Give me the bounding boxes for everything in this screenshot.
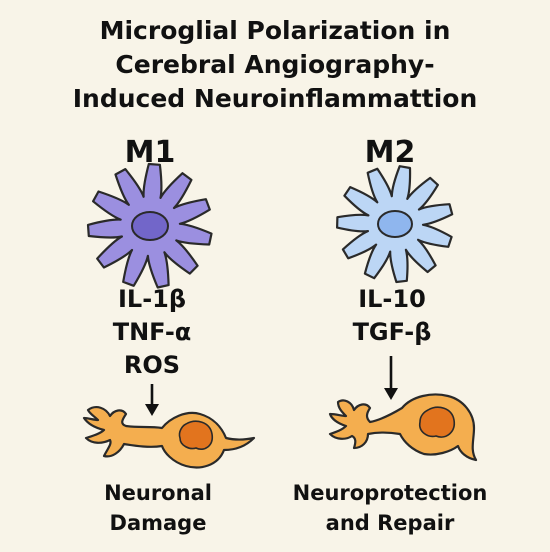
m1-cytokine: ROS [123, 351, 181, 379]
damaged-neuron-nucleus [178, 420, 214, 450]
m2-microglia-cell [336, 165, 454, 284]
m2-cytokine: IL-10 [358, 285, 426, 313]
damaged-neuron [82, 406, 256, 469]
m2-outcome-line: Neuroprotection [292, 481, 488, 505]
m1-cytokine-list: IL-1β TNF-α ROS [72, 283, 232, 382]
m2-outcome-line: and Repair [325, 511, 455, 535]
m2-label: M2 [364, 135, 416, 170]
m1-label: M1 [124, 135, 176, 170]
repaired-neuron [328, 393, 478, 462]
diagram-title: Microglial Polarization in Cerebral Angi… [0, 14, 550, 116]
m1-outcome-line: Damage [109, 511, 207, 535]
m1-outcome-line: Neuronal [104, 481, 212, 505]
title-line-3: Induced Neuroinflammattion [72, 84, 478, 113]
m1-cell-nucleus [131, 211, 169, 241]
title-line-1: Microglial Polarization in [99, 16, 451, 45]
m2-outcome: Neuroprotection and Repair [275, 478, 505, 538]
title-line-2: Cerebral Angiography- [115, 50, 435, 79]
m2-arrow [384, 356, 398, 400]
m1-cytokine: TNF-α [112, 318, 192, 346]
m1-cytokine: IL-1β [117, 285, 187, 313]
m2-cell-nucleus [377, 210, 413, 238]
damaged-neuron-body [82, 406, 256, 469]
m2-cytokine-list: IL-10 TGF-β [312, 283, 472, 349]
repaired-neuron-nucleus [418, 406, 456, 438]
m1-microglia-cell [86, 162, 213, 289]
m1-outcome: Neuronal Damage [43, 478, 273, 538]
m2-cytokine: TGF-β [352, 318, 432, 346]
m1-arrow [145, 384, 159, 416]
